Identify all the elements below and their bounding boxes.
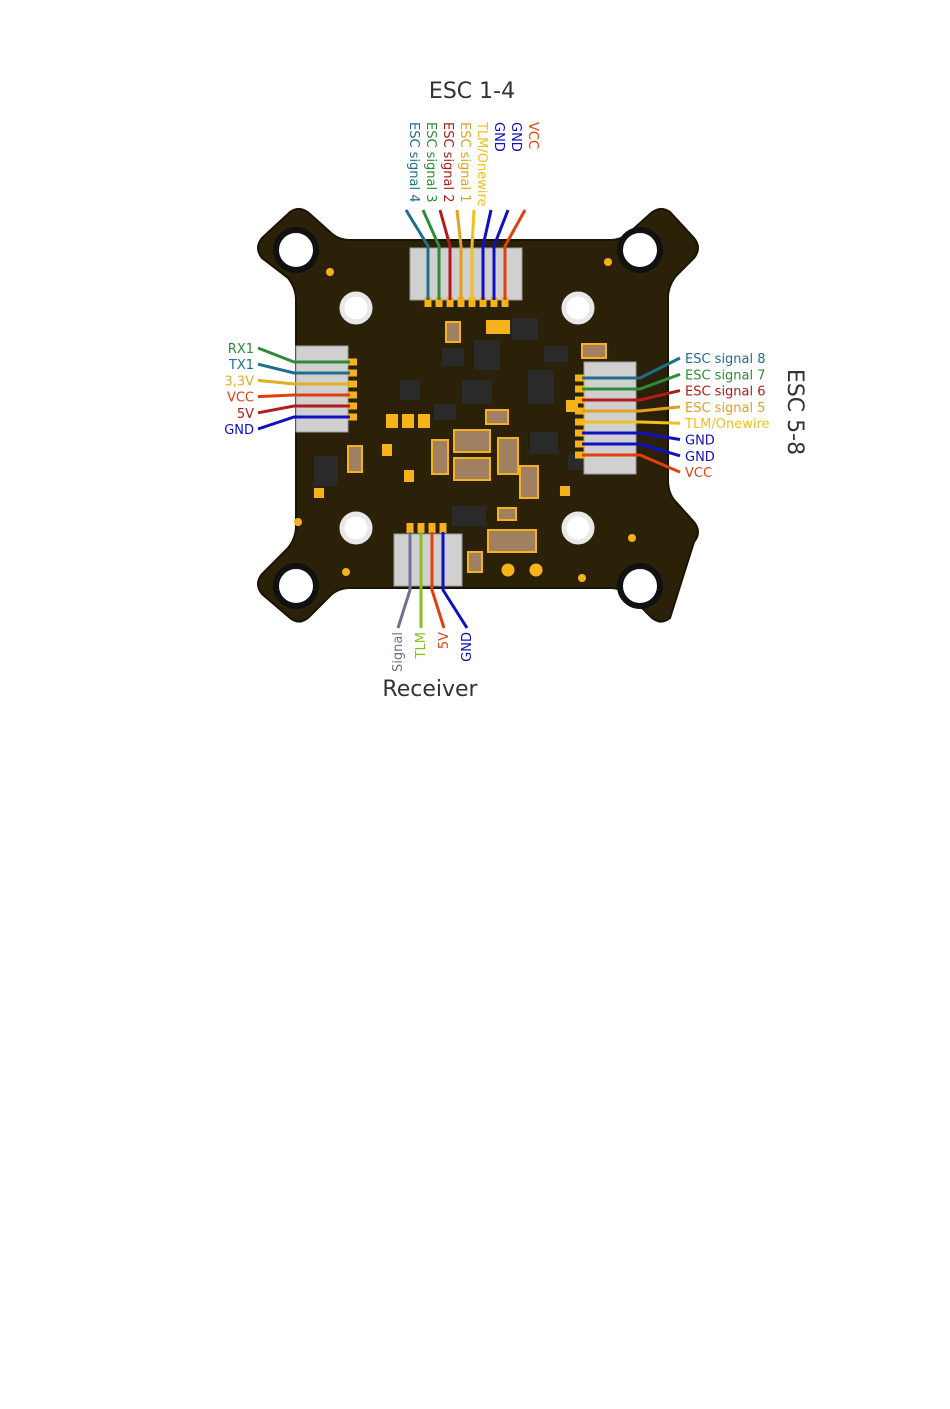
pcb-board <box>258 209 698 622</box>
top-pin-label: ESC signal 4 <box>406 122 421 203</box>
capacitor <box>498 508 516 520</box>
top-pin-label: ESC signal 2 <box>440 122 455 203</box>
solder-pad <box>294 518 302 526</box>
solder-pad <box>604 258 612 266</box>
capacitor <box>446 322 460 342</box>
chip <box>442 348 464 366</box>
right-pin-label: ESC signal 7 <box>685 368 766 383</box>
inner-hole-tl <box>342 294 370 322</box>
bottom-pin-pad <box>418 523 425 533</box>
right-pin-label: GND <box>685 450 715 465</box>
left-pin-label: 5V <box>237 407 254 422</box>
right-pin-label: VCC <box>685 466 712 481</box>
mcu-chip <box>474 340 500 370</box>
mount-hole-tr <box>620 230 660 270</box>
smd-pad <box>404 470 414 482</box>
right-pin-label: GND <box>685 434 715 449</box>
smd-pad <box>386 414 398 428</box>
bottom-pin-label: TLM <box>414 632 429 659</box>
top-pin-label: VCC <box>525 122 540 149</box>
inductor <box>432 440 448 474</box>
right-pin-wire <box>582 422 680 423</box>
top-pin-label: ESC signal 1 <box>457 122 472 203</box>
right-pin-label: TLM/Onewire <box>684 417 770 432</box>
inductor <box>498 438 518 474</box>
chip <box>314 456 338 486</box>
bottom-pin-pad <box>440 523 447 533</box>
capacitor <box>488 530 536 552</box>
right-pin-label: ESC signal 6 <box>685 385 766 400</box>
left-pin-wire <box>258 395 350 397</box>
mount-hole-bl <box>276 566 316 606</box>
chip <box>528 370 554 404</box>
left-pin-label: 3,3V <box>224 374 254 389</box>
chip <box>452 506 486 526</box>
bottom-pin-label: Signal <box>391 632 406 672</box>
top-pin-label: GND <box>491 122 506 152</box>
smd-pad <box>560 486 570 496</box>
inner-hole-bl <box>342 514 370 542</box>
chip <box>434 404 456 420</box>
capacitor <box>582 344 606 358</box>
chip <box>512 318 538 340</box>
right-pin-label: ESC signal 8 <box>685 352 766 367</box>
chip <box>544 346 568 362</box>
connector-receiver <box>394 534 462 586</box>
bottom-pin-label: GND <box>460 632 475 662</box>
chip <box>530 432 558 454</box>
right-pin-label: ESC signal 5 <box>685 401 766 416</box>
inner-hole-tr <box>564 294 592 322</box>
left-pin-label: VCC <box>227 391 254 406</box>
bottom-pin-pad <box>429 523 436 533</box>
inductor <box>520 466 538 498</box>
solder-pad <box>326 268 334 276</box>
bottom-pin-label: 5V <box>437 632 452 649</box>
smd-pad <box>382 444 392 456</box>
solder-pad <box>578 574 586 582</box>
solder-pad <box>342 568 350 576</box>
left-pin-label: TX1 <box>228 358 254 373</box>
mount-hole-tl <box>276 230 316 270</box>
mount-hole-br <box>620 566 660 606</box>
connector-serial <box>296 346 348 432</box>
chip <box>462 380 492 404</box>
capacitor <box>486 410 508 424</box>
solder-pad <box>528 562 544 578</box>
receiver-title: Receiver <box>382 677 478 702</box>
top-pin-label: GND <box>508 122 523 152</box>
inductor <box>454 458 490 480</box>
smd-pad <box>314 488 324 498</box>
esc-1-4-title: ESC 1-4 <box>429 79 515 104</box>
solder-pad <box>628 534 636 542</box>
smd-pad <box>486 320 510 334</box>
left-pin-label: GND <box>224 423 254 438</box>
top-pin-label: TLM/Onewire <box>474 121 489 207</box>
capacitor <box>468 552 482 572</box>
capacitor <box>348 446 362 472</box>
solder-pad <box>500 562 516 578</box>
bottom-pin-pad <box>407 523 414 533</box>
inductor <box>454 430 490 452</box>
top-pin-label: ESC signal 3 <box>423 122 438 203</box>
inner-hole-br <box>564 514 592 542</box>
esc-5-8-title: ESC 5-8 <box>782 369 807 455</box>
left-pin-label: RX1 <box>228 342 254 357</box>
chip <box>400 380 420 400</box>
smd-pad <box>418 414 430 428</box>
smd-pad <box>402 414 414 428</box>
